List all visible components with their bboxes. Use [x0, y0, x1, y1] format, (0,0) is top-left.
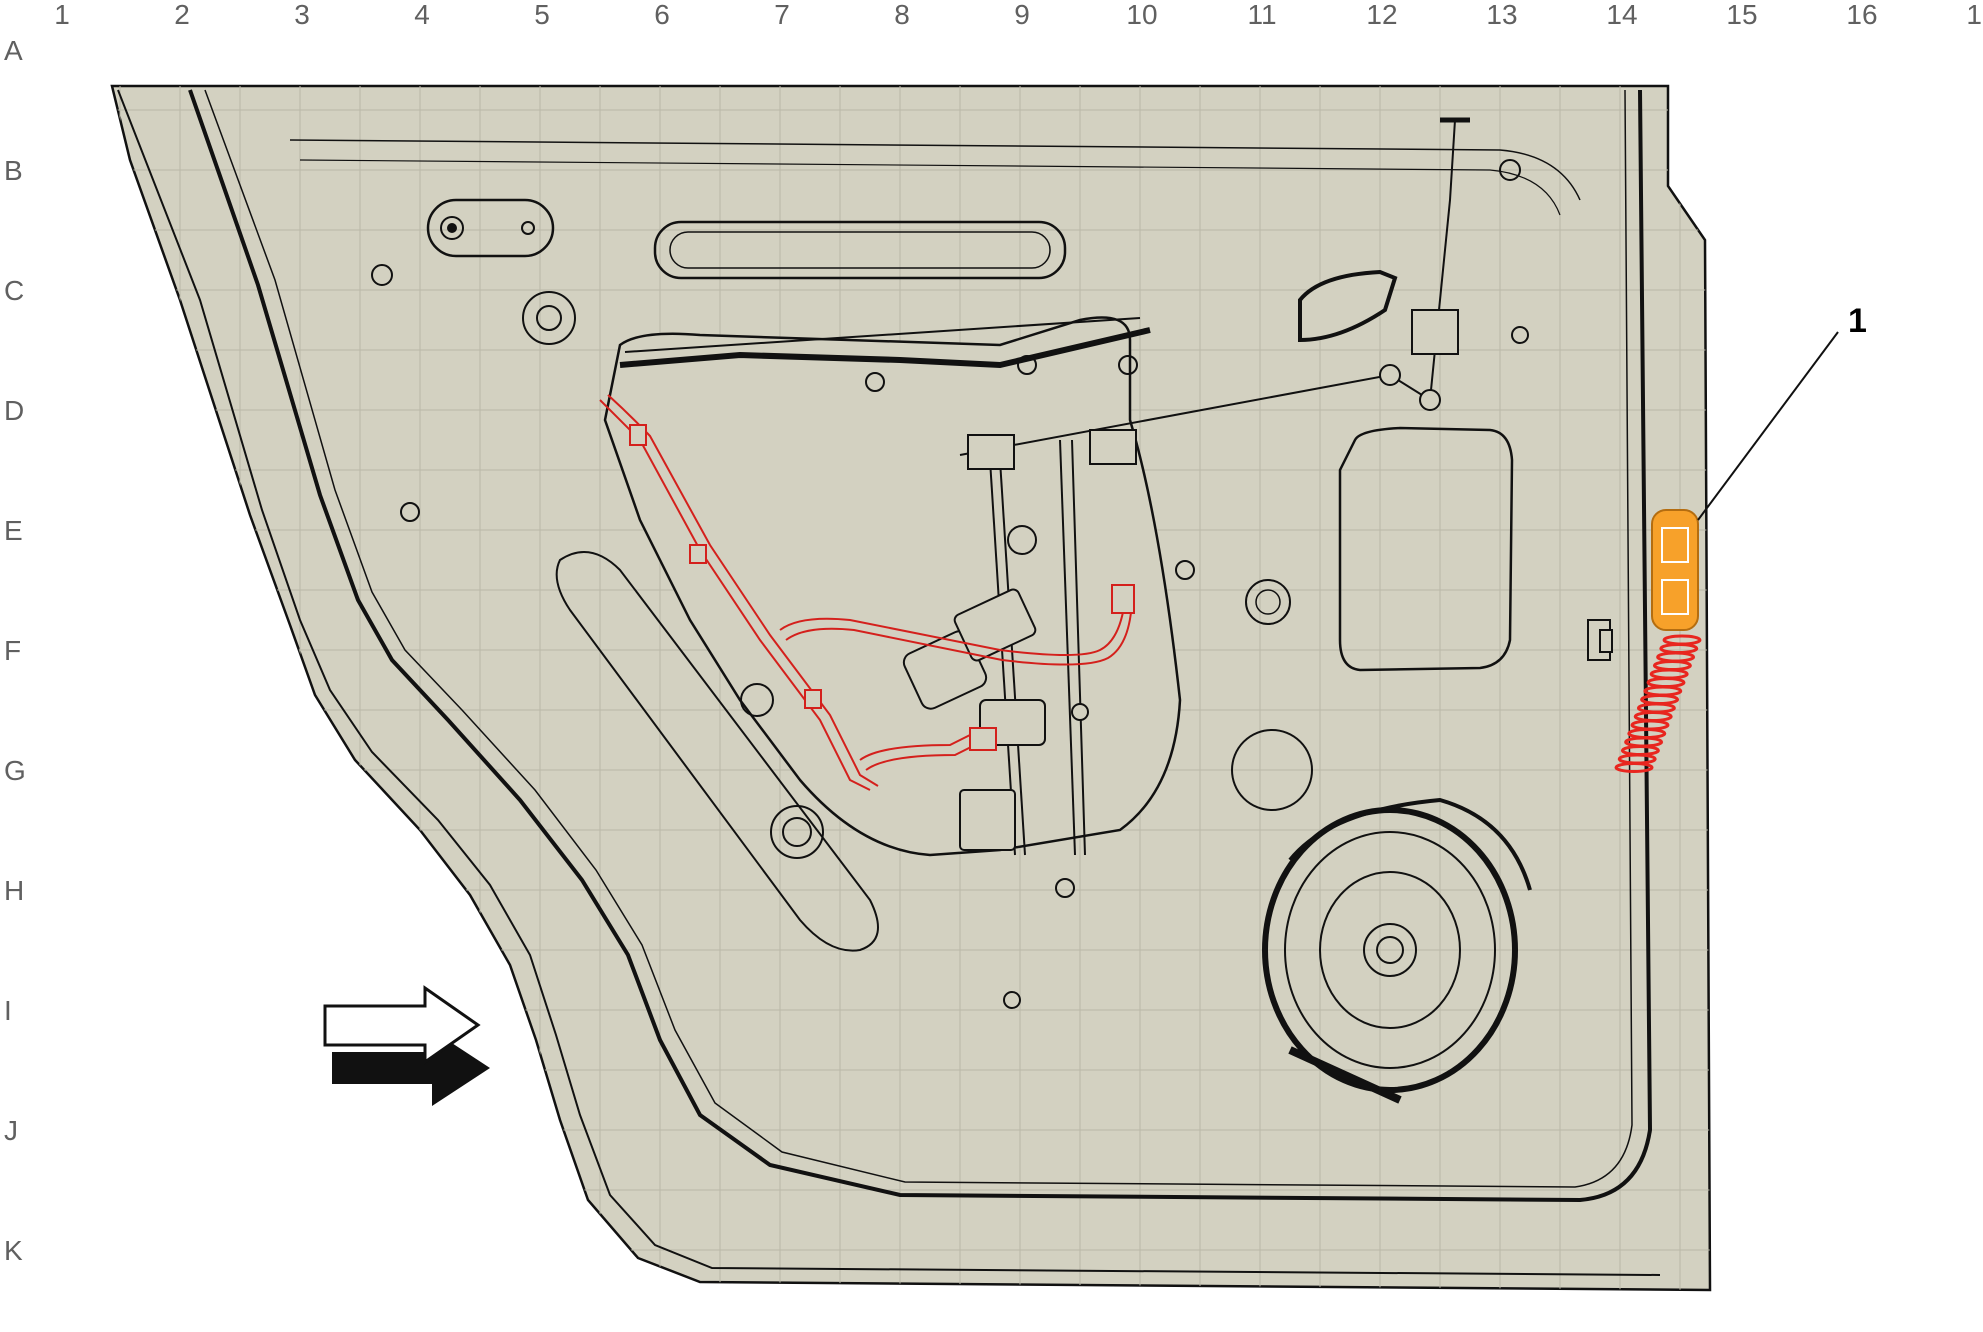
row-label-H: H — [4, 875, 24, 906]
speaker-mount-hole — [1231, 729, 1313, 811]
glass-run-channel — [619, 327, 1151, 369]
column-label-14: 14 — [1606, 0, 1637, 30]
cable-clip-3 — [1411, 309, 1459, 355]
upper-left-oval — [426, 198, 555, 258]
column-label-9: 9 — [1014, 0, 1030, 30]
speaker — [1262, 797, 1532, 1104]
column-label-10: 10 — [1126, 0, 1157, 30]
row-label-K: K — [4, 1235, 23, 1266]
column-label-5: 5 — [534, 0, 550, 30]
row-label-C: C — [4, 275, 24, 306]
upper-right-opening — [1298, 269, 1398, 343]
column-label-4: 4 — [414, 0, 430, 30]
arrow-right-icon — [323, 985, 490, 1106]
door-edge-lines — [117, 89, 1661, 1276]
column-label-16: 16 — [1846, 0, 1877, 30]
grommets — [371, 159, 1529, 1009]
row-label-J: J — [4, 1115, 18, 1146]
row-label-G: G — [4, 755, 26, 786]
column-label-12: 12 — [1366, 0, 1397, 30]
row-label-A: A — [4, 35, 23, 66]
column-label-2: 2 — [174, 0, 190, 30]
harness-connectors — [629, 424, 1135, 751]
coiled-cable — [1614, 634, 1702, 773]
column-label-15: 15 — [1726, 0, 1757, 30]
row-label-E: E — [4, 515, 23, 546]
cable-clip-1 — [967, 434, 1015, 470]
callout-leader-1 — [1697, 331, 1839, 521]
door-harness-connector — [1651, 509, 1699, 631]
round-hole-f11 — [1245, 579, 1291, 625]
cable-clip-2 — [1089, 429, 1137, 465]
upper-slot — [653, 220, 1067, 280]
row-label-D: D — [4, 395, 24, 426]
row-label-F: F — [4, 635, 21, 666]
regulator-motor — [902, 588, 1089, 851]
hinge-bolts — [1587, 619, 1613, 661]
row-label-I: I — [4, 995, 12, 1026]
column-label-6: 6 — [654, 0, 670, 30]
column-labels: 1234567891011121314151617 — [54, 0, 1983, 30]
column-label-1: 1 — [54, 0, 70, 30]
column-label-7: 7 — [774, 0, 790, 30]
column-label-8: 8 — [894, 0, 910, 30]
row-label-B: B — [4, 155, 23, 186]
column-label-13: 13 — [1486, 0, 1517, 30]
left-oval-loop — [555, 551, 879, 952]
coil-loop — [1614, 762, 1654, 773]
column-label-17: 17 — [1966, 0, 1983, 30]
latch-access-panel — [1338, 426, 1514, 672]
column-label-3: 3 — [294, 0, 310, 30]
callout-label-1: 1 — [1848, 302, 1867, 340]
row-labels: ABCDEFGHIJKL — [4, 35, 26, 1266]
column-label-11: 11 — [1247, 0, 1276, 30]
